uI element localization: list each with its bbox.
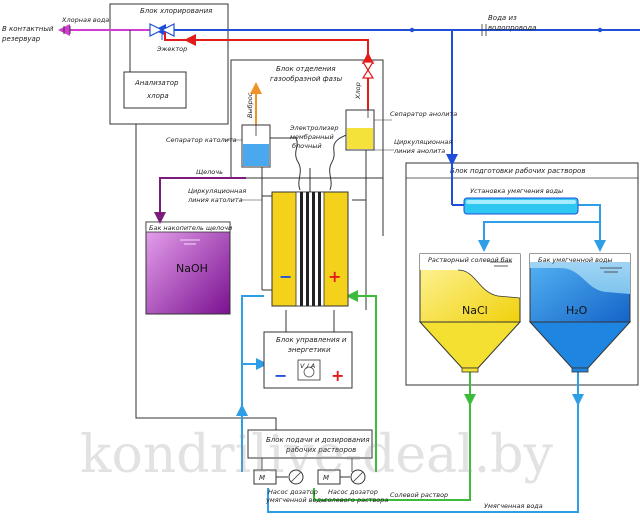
to-contact-tank-label: В контактный: [2, 25, 54, 33]
naoh-label: NaOH: [176, 262, 208, 275]
pump-soft-water-label-2: умягченной воды: [265, 496, 326, 504]
solutions-block: [405, 162, 639, 386]
chlorine-analyzer-label-2: хлора: [146, 92, 169, 100]
brine-line-label: Солевой раствор: [390, 491, 448, 499]
catholyte-circ-label-2: линия католита: [187, 196, 243, 204]
catholyte-separator: [241, 124, 271, 168]
pump-brine: M: [317, 469, 366, 485]
hydrogen-vent-label: Выброс: [246, 92, 254, 118]
brine-pipe: [313, 372, 471, 501]
watermark: kondrilive-deal.by: [80, 425, 554, 485]
alkali-label: Щелочь: [196, 168, 223, 176]
dosing-block-title-2: рабочих растворов: [285, 446, 356, 454]
pump-soft-water: M: [253, 469, 304, 485]
pump-brine-label: Насос дозатор: [328, 488, 378, 496]
water-from-main-label-2: водопровода: [488, 24, 536, 32]
electrolyzer-label: Электролизер: [289, 124, 338, 132]
pump-soft-water-label: Насос дозатор: [268, 488, 318, 496]
anolyte-circ-label: Циркуляционная: [394, 138, 452, 146]
svg-text:M: M: [323, 474, 329, 482]
control-plus: +: [331, 366, 344, 385]
electrolyzer-label-3: блочный: [292, 142, 322, 150]
gas-separation-block: [230, 59, 384, 179]
electrolyzer-minus: −: [279, 267, 292, 286]
soft-water-line-label: Умягченная вода: [484, 502, 543, 510]
gas-separation-title: Блок отделения: [276, 65, 336, 73]
chlorination-block-title: Блок хлорирования: [140, 7, 212, 15]
control-minus: −: [274, 366, 287, 385]
gas-separation-title-2: газообразной фазы: [270, 75, 343, 83]
control-block: [263, 331, 353, 389]
alkali-pipe: [154, 177, 246, 224]
chlorine-label: Хлор: [354, 82, 362, 100]
dosing-block-title: Блок подачи и дозирования: [266, 436, 370, 444]
to-contact-tank-label-2: резервуар: [1, 35, 41, 43]
anolyte-circ-label-2: линия анолита: [393, 147, 445, 155]
svg-text:M: M: [259, 474, 265, 482]
electrolyzer-label-2: мембранный: [290, 133, 334, 141]
electrolyzer-plus: +: [328, 267, 341, 286]
chlorine-valve: [361, 61, 375, 79]
chlorination-block: [109, 3, 229, 125]
ejector-label: Эжектор: [156, 45, 187, 53]
anolyte-separator: [345, 109, 375, 151]
catholyte-circ-label: Циркуляционная: [188, 187, 246, 195]
chlorinated-water-label: Хлорная вода: [61, 16, 109, 24]
va-meter-label: V / A: [300, 362, 315, 370]
alkali-tank: [145, 221, 231, 315]
catholyte-separator-label: Сепаратор католита: [166, 136, 237, 144]
dosing-block: [247, 429, 373, 472]
solutions-block-title: Блок подготовки рабочих растворов: [450, 167, 585, 175]
water-from-main-label: Вода из: [488, 14, 517, 22]
softening-unit-label: Установка умягчения воды: [470, 187, 563, 195]
chlorine-analyzer: [123, 71, 187, 109]
pump-brine-label-2: солевого раствора: [324, 496, 388, 504]
brine-tank: [418, 253, 522, 373]
ejector-valve: [149, 23, 175, 40]
h2o-label: H₂O: [566, 304, 588, 317]
anolyte-separator-label: Сепаратор анолита: [390, 110, 457, 118]
control-block-title: Блок управления и: [276, 336, 347, 344]
alkali-tank-label: Бак накопитель щелочи: [149, 224, 232, 232]
soft-water-tank-label: Бак умягченной воды: [538, 256, 613, 264]
nacl-label: NaCl: [462, 304, 488, 317]
brine-tank-label: Растворный солевой бак: [428, 256, 513, 264]
soft-water-pipe: [578, 204, 606, 252]
soft-water-tank: [528, 253, 632, 373]
control-block-title-2: энергетики: [288, 346, 331, 354]
electrolyzer: [271, 191, 349, 307]
chlorine-analyzer-label: Анализатор: [134, 79, 179, 87]
chlorine-pipe: [164, 30, 369, 110]
softening-unit: [463, 197, 579, 215]
